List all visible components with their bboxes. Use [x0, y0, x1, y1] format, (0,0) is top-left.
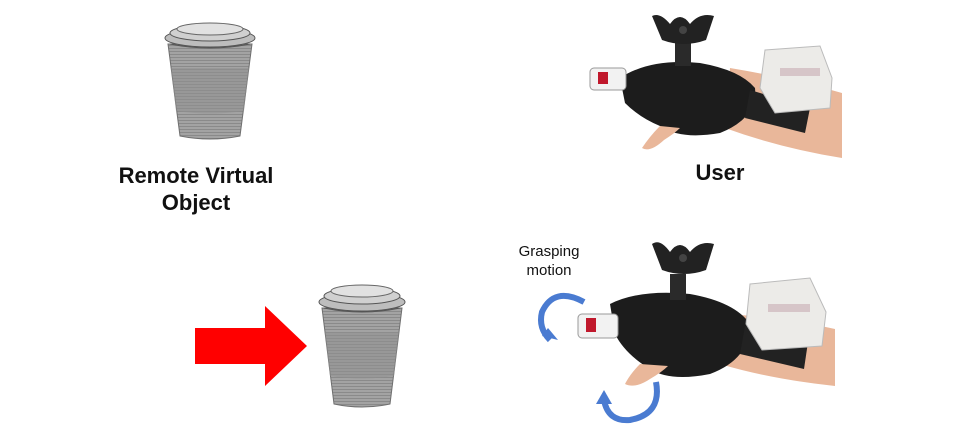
right-arrow-icon — [195, 306, 307, 386]
user-hand-image-bottom — [570, 234, 840, 394]
haptic-glove-hand — [577, 242, 835, 386]
virtual-cup-top — [160, 16, 260, 142]
coffee-cup-icon — [318, 284, 406, 408]
haptic-glove-hand — [589, 15, 842, 158]
remote-virtual-object-caption: Remote Virtual Object — [118, 163, 274, 215]
user-caption: User — [695, 160, 745, 185]
coffee-cup-icon — [164, 22, 256, 140]
user-hand-image-top — [580, 8, 842, 160]
curved-rotation-arrow-icon — [534, 288, 590, 344]
curved-rotation-arrow-icon — [594, 378, 664, 424]
virtual-cup-bottom — [316, 276, 408, 410]
grasping-motion-label: Grasping motion — [518, 243, 580, 279]
